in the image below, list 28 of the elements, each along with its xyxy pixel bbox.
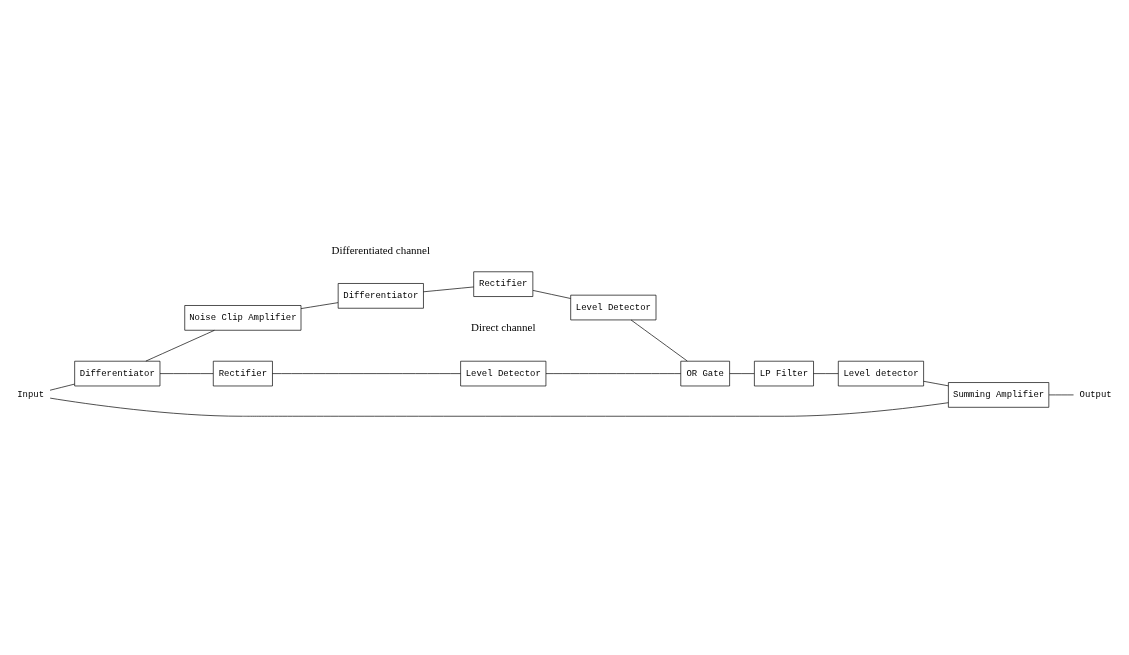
connector bbox=[49, 397, 949, 417]
connector bbox=[545, 373, 682, 374]
node-box: Level Detector bbox=[570, 294, 657, 321]
node-box: Level Detector bbox=[460, 360, 547, 387]
node-box: OR Gate bbox=[680, 360, 730, 387]
connector bbox=[813, 373, 839, 374]
node-box: Noise Clip Amplifier bbox=[184, 305, 302, 331]
connector bbox=[923, 380, 949, 387]
node-box: Rectifier bbox=[473, 271, 534, 297]
connector bbox=[300, 302, 339, 309]
label: Direct channel bbox=[471, 321, 536, 334]
connector bbox=[630, 319, 688, 362]
node-box: Rectifier bbox=[212, 360, 273, 387]
connector bbox=[729, 373, 755, 374]
node-box: Level detector bbox=[837, 360, 924, 387]
connector bbox=[49, 383, 75, 391]
connector bbox=[532, 290, 571, 299]
node-box: Differentiator bbox=[74, 360, 161, 387]
connector bbox=[159, 373, 214, 374]
node-box: LP Filter bbox=[754, 360, 814, 387]
connector bbox=[145, 330, 215, 362]
node-text: Output bbox=[1079, 390, 1112, 401]
node-box: Differentiator bbox=[337, 283, 424, 309]
node-box: Summing Amplifier bbox=[948, 382, 1050, 408]
connector bbox=[423, 286, 474, 293]
node-text: Input bbox=[17, 390, 45, 401]
label: Differentiated channel bbox=[331, 243, 431, 256]
connector bbox=[272, 373, 461, 374]
